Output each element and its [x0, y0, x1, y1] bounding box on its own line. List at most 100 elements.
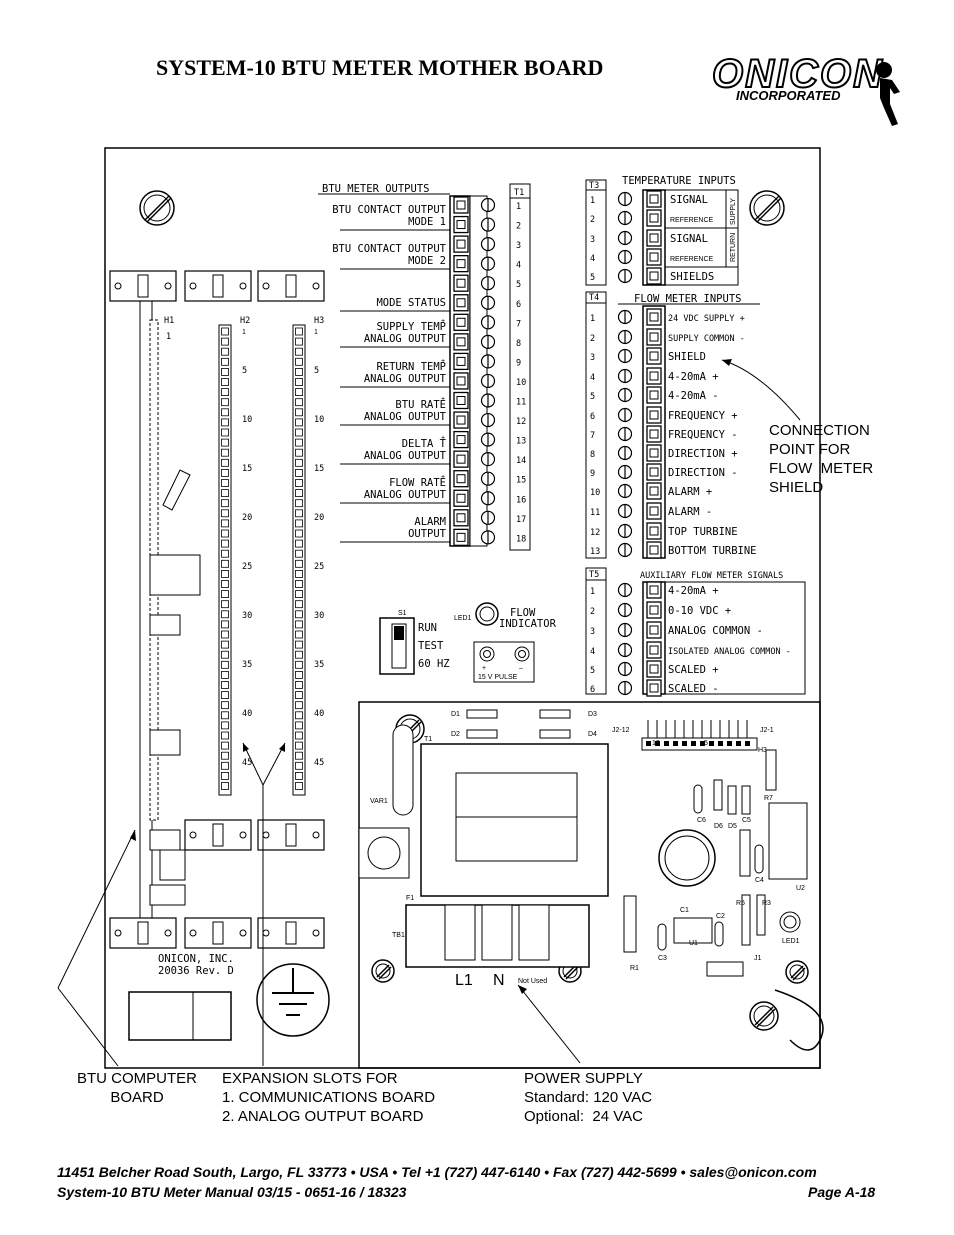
- power-board-label-d3: D3: [588, 711, 597, 718]
- t1-terminal[interactable]: 17: [453, 509, 526, 527]
- t5-row-number: 4: [590, 647, 595, 657]
- t1-terminal[interactable]: 6: [453, 294, 521, 312]
- s1-label: S1: [398, 610, 407, 617]
- h2-pin-number: 20: [242, 513, 252, 523]
- pcb-standoff-bracket: [184, 917, 252, 949]
- t1-terminal[interactable]: 2: [453, 215, 521, 234]
- pulse-plus: +: [482, 665, 486, 672]
- t1-terminal[interactable]: 16: [453, 489, 526, 507]
- terminal-screw-icon: [617, 542, 633, 558]
- footer-address: 11451 Belcher Road South, Largo, FL 3377…: [57, 1164, 817, 1180]
- wire-clamp-icon: [453, 235, 469, 253]
- header-pin: [295, 630, 303, 639]
- terminal-screw-icon: [617, 210, 633, 226]
- header-pin: [295, 539, 303, 548]
- t1-output-line1: RETURN TEMP: [376, 361, 446, 373]
- btu-computer-callout-line: BOARD: [110, 1089, 164, 1106]
- t1-terminal[interactable]: 3: [453, 235, 521, 253]
- header-pin: [295, 721, 303, 730]
- wire-clamp-icon: [453, 430, 469, 449]
- pcb-standoff-bracket: [184, 270, 252, 302]
- t1-terminal[interactable]: 14: [453, 450, 526, 468]
- t1-terminal[interactable]: 5: [453, 274, 521, 292]
- t1-terminal[interactable]: 15: [453, 470, 526, 488]
- power-board-label-r5: R5: [736, 900, 745, 907]
- t1-terminal[interactable]: 7: [453, 313, 521, 331]
- header-pin: [295, 327, 303, 336]
- t3-terminal-label: REFERENCE: [670, 217, 714, 224]
- h1-label: H1: [164, 316, 174, 326]
- wire-clamp-icon: [646, 190, 662, 208]
- shield-callout-line: CONNECTION: [769, 422, 870, 439]
- t4-terminal-label: SHIELD: [668, 351, 706, 363]
- t4-row-number: 10: [590, 488, 600, 498]
- t1-terminal[interactable]: 18: [453, 528, 526, 546]
- header-pin: [295, 489, 303, 498]
- t1-output-label: MODE STATUS: [340, 297, 450, 312]
- t1-row-number: 18: [516, 534, 526, 544]
- t4-label: T4: [589, 293, 599, 303]
- h3-label: H3: [314, 316, 324, 326]
- header-pin: [221, 408, 229, 417]
- terminal-screw-icon: [617, 426, 633, 442]
- pulse-minus: –: [519, 665, 523, 672]
- wire-clamp-icon: [646, 463, 662, 481]
- t3-supply-side-label: SUPPLY: [730, 198, 737, 225]
- t1-terminal[interactable]: 13: [453, 430, 526, 449]
- t1-output-line1: BTU CONTACT OUTPUT: [332, 204, 446, 216]
- header-pin: [295, 731, 303, 740]
- header-pin: [295, 549, 303, 558]
- t1-terminal[interactable]: 9: [453, 352, 521, 371]
- header-pin: [221, 509, 229, 518]
- h3-pin-number: 20: [314, 513, 324, 523]
- header-pin: [295, 741, 303, 750]
- header-pin: [221, 772, 229, 780]
- t1-terminal[interactable]: 10: [453, 372, 526, 390]
- terminal-screw-icon: [617, 387, 633, 403]
- t3-row-number: 4: [590, 254, 595, 264]
- h3-pin-number: 30: [314, 611, 324, 621]
- wire-clamp-icon: [453, 372, 469, 390]
- terminal-screw-icon: [617, 368, 633, 384]
- t1-terminal[interactable]: 12: [453, 411, 526, 429]
- t1-row-number: 8: [516, 339, 521, 349]
- t1-terminal[interactable]: 1: [453, 196, 521, 214]
- t1-terminal[interactable]: 11: [453, 391, 526, 410]
- t1-terminal[interactable]: 8: [453, 333, 521, 351]
- t1-row-number: 4: [516, 261, 521, 271]
- t1-terminal[interactable]: 4: [453, 254, 521, 273]
- wire-clamp-icon: [453, 196, 469, 214]
- wire-clamp-icon: [646, 209, 662, 227]
- header-pin: [221, 721, 229, 730]
- terminal-screw-icon: [617, 407, 633, 423]
- s1-mode-switch[interactable]: S1: [379, 610, 415, 675]
- t5-row-number: 3: [590, 627, 595, 637]
- header-pin: [295, 408, 303, 417]
- t4-heading: FLOW METER INPUTS: [634, 293, 741, 305]
- t3-heading: TEMPERATURE INPUTS: [622, 175, 736, 187]
